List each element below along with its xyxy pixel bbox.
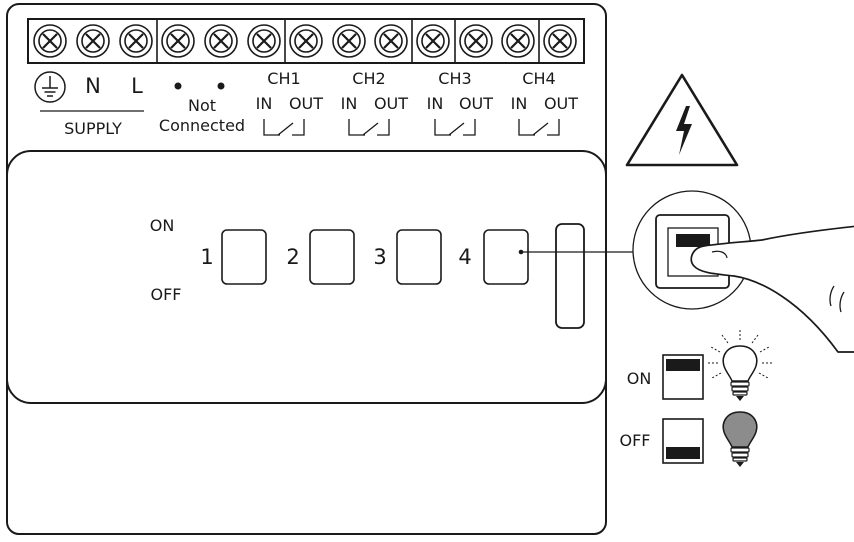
switch-toggle[interactable] — [483, 229, 529, 285]
terminal-screw-icon — [204, 24, 238, 58]
channel-out-label: OUT — [459, 94, 493, 113]
channel-in-label: IN — [511, 94, 528, 113]
not-connected-line1: Not — [188, 96, 216, 115]
terminal-screw-icon — [289, 24, 323, 58]
knuckle-line-2 — [839, 291, 845, 313]
neutral-label: N — [85, 74, 101, 98]
terminal-screw-icon — [374, 24, 408, 58]
switch-panel: ON OFF 1 2 3 4 — [6, 150, 635, 404]
legend-on-label: ON — [627, 369, 652, 388]
terminal-screw-icon — [119, 24, 153, 58]
channel-ch1: CH1 IN OUT — [256, 69, 323, 136]
terminal-dividers — [156, 19, 540, 63]
channel-name: CH2 — [352, 69, 385, 88]
side-latch — [555, 223, 585, 329]
relay-contact-icon — [518, 119, 560, 136]
terminal-screw-icon — [543, 24, 577, 58]
supply-label: SUPPLY — [64, 119, 122, 138]
high-voltage-warning-icon — [625, 73, 739, 167]
switch-number: 4 — [458, 245, 471, 269]
channel-in-label: IN — [341, 94, 358, 113]
nc-dot-left — [174, 82, 182, 90]
supply-terminals: N L SUPPLY — [34, 71, 144, 138]
lit-bulb-icon — [708, 330, 772, 401]
switch-number: 1 — [200, 245, 213, 269]
switch-number: 3 — [373, 245, 386, 269]
legend-off-label: OFF — [620, 431, 651, 450]
channel-ch3: CH3 IN OUT — [427, 69, 493, 136]
finger-nail — [711, 250, 728, 259]
terminal-screw-icon — [247, 24, 281, 58]
relay-contact-icon — [434, 119, 476, 136]
terminal-screw-icon — [501, 24, 535, 58]
channel-name: CH4 — [522, 69, 555, 88]
not-connected-terminals: Not Connected — [159, 82, 245, 135]
switch-toggle[interactable] — [221, 229, 267, 285]
nc-dot-right — [217, 82, 225, 90]
legend-on-actuator — [666, 359, 700, 371]
legend-on: ON — [627, 330, 772, 401]
channel-ch4: CH4 IN OUT — [511, 69, 578, 136]
channel-out-label: OUT — [289, 94, 323, 113]
finger-press-icon — [690, 225, 854, 353]
terminal-screw-icon — [416, 24, 450, 58]
terminal-screw-icon — [161, 24, 195, 58]
switch-toggle[interactable] — [309, 229, 355, 285]
switch-zoom-callout — [632, 190, 854, 353]
channel-name: CH3 — [438, 69, 471, 88]
terminal-screw-icon — [33, 24, 67, 58]
legend-off-actuator — [666, 447, 700, 459]
relay-contact-icon — [263, 119, 305, 136]
switch-number: 2 — [286, 245, 299, 269]
dip-switch-2[interactable]: 2 — [286, 229, 355, 285]
legend-off: OFF — [620, 411, 758, 467]
channel-in-label: IN — [427, 94, 444, 113]
terminal-block — [27, 18, 585, 64]
channel-out-label: OUT — [544, 94, 578, 113]
dip-switch-1[interactable]: 1 — [200, 229, 267, 285]
ground-icon — [34, 71, 66, 103]
switch-toggle[interactable] — [396, 229, 442, 285]
switch-on-label: ON — [150, 216, 175, 235]
not-connected-line2: Connected — [159, 116, 245, 135]
terminal-screw-icon — [76, 24, 110, 58]
channel-name: CH1 — [267, 69, 300, 88]
terminal-screw-icon — [332, 24, 366, 58]
front-panel — [6, 150, 607, 404]
knuckle-line-1 — [829, 285, 835, 307]
terminal-screw-icon — [459, 24, 493, 58]
channel-terminals: CH1 IN OUT CH2 IN OUT CH3 IN OUT CH4 IN … — [256, 69, 578, 136]
unlit-bulb-icon — [722, 411, 758, 467]
live-label: L — [131, 74, 143, 98]
channel-out-label: OUT — [374, 94, 408, 113]
relay-contact-icon — [348, 119, 390, 136]
terminal-screws — [33, 24, 577, 58]
dip-switch-3[interactable]: 3 — [373, 229, 442, 285]
channel-in-label: IN — [256, 94, 273, 113]
switch-off-label: OFF — [151, 285, 182, 304]
channel-ch2: CH2 IN OUT — [341, 69, 408, 136]
dip-switch-4[interactable]: 4 — [458, 229, 529, 285]
zoom-switch-actuator — [676, 234, 710, 247]
